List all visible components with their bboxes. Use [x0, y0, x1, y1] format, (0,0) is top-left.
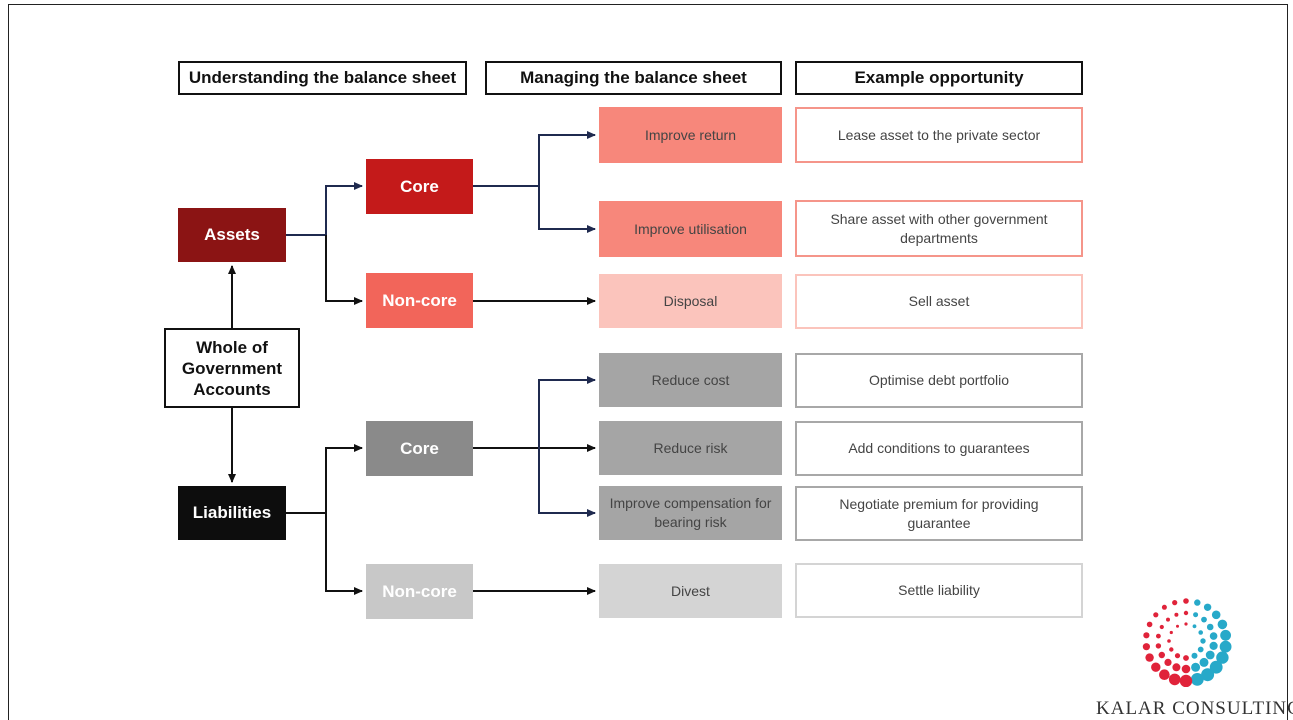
action-improve-compensation: Improve compensation for bearing risk [599, 486, 782, 540]
opportunity-lease-asset: Lease asset to the private sector [795, 107, 1083, 163]
action-disposal: Disposal [599, 274, 782, 328]
liabilities-node: Liabilities [178, 486, 286, 540]
action-improve-utilisation: Improve utilisation [599, 201, 782, 257]
action-reduce-risk: Reduce risk [599, 421, 782, 475]
assets-core-node: Core [366, 159, 473, 214]
whole-of-government-accounts-box: Whole of Government Accounts [164, 328, 300, 408]
header-example: Example opportunity [795, 61, 1083, 95]
opportunity-sell-asset: Sell asset [795, 274, 1083, 329]
brand-wordmark: KALAR CONSULTING [1096, 698, 1293, 719]
action-reduce-cost: Reduce cost [599, 353, 782, 407]
liabilities-core-node: Core [366, 421, 473, 476]
opportunity-share-asset: Share asset with other government depart… [795, 200, 1083, 257]
opportunity-settle-liability: Settle liability [795, 563, 1083, 618]
opportunity-negotiate-premium: Negotiate premium for providing guarante… [795, 486, 1083, 541]
kalar-consulting-logo-icon [1142, 598, 1232, 687]
slide-frame [8, 4, 1288, 720]
opportunity-add-conditions: Add conditions to guarantees [795, 421, 1083, 476]
action-improve-return: Improve return [599, 107, 782, 163]
action-divest: Divest [599, 564, 782, 618]
assets-noncore-node: Non-core [366, 273, 473, 328]
liabilities-noncore-node: Non-core [366, 564, 473, 619]
opportunity-optimise-debt: Optimise debt portfolio [795, 353, 1083, 408]
header-managing: Managing the balance sheet [485, 61, 782, 95]
header-understanding: Understanding the balance sheet [178, 61, 467, 95]
assets-node: Assets [178, 208, 286, 262]
